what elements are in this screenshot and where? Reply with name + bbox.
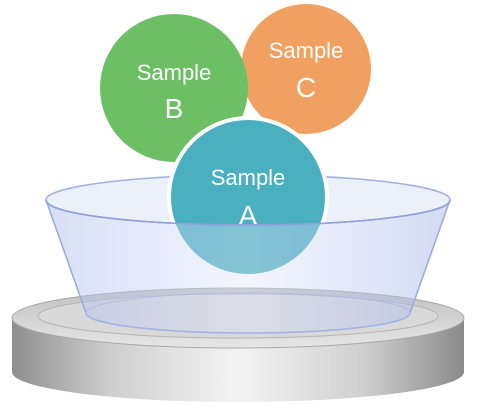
sample-a-letter: A bbox=[239, 200, 258, 231]
sample-c-letter: C bbox=[296, 72, 316, 103]
sample-c-circle: Sample C bbox=[241, 4, 371, 134]
sample-b-word: Sample bbox=[137, 60, 212, 85]
sample-c-word: Sample bbox=[269, 38, 344, 63]
sample-a-word: Sample bbox=[211, 165, 286, 190]
sample-b-letter: B bbox=[165, 93, 184, 124]
dish-front bbox=[45, 199, 451, 334]
